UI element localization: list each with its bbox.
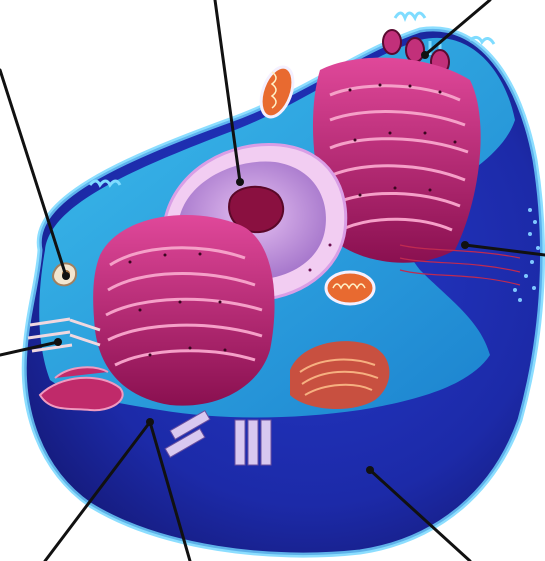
- leader-line-lysosome: [0, 70, 66, 276]
- mitochondrion-middle: [326, 272, 374, 304]
- rough-er-left: [93, 215, 274, 406]
